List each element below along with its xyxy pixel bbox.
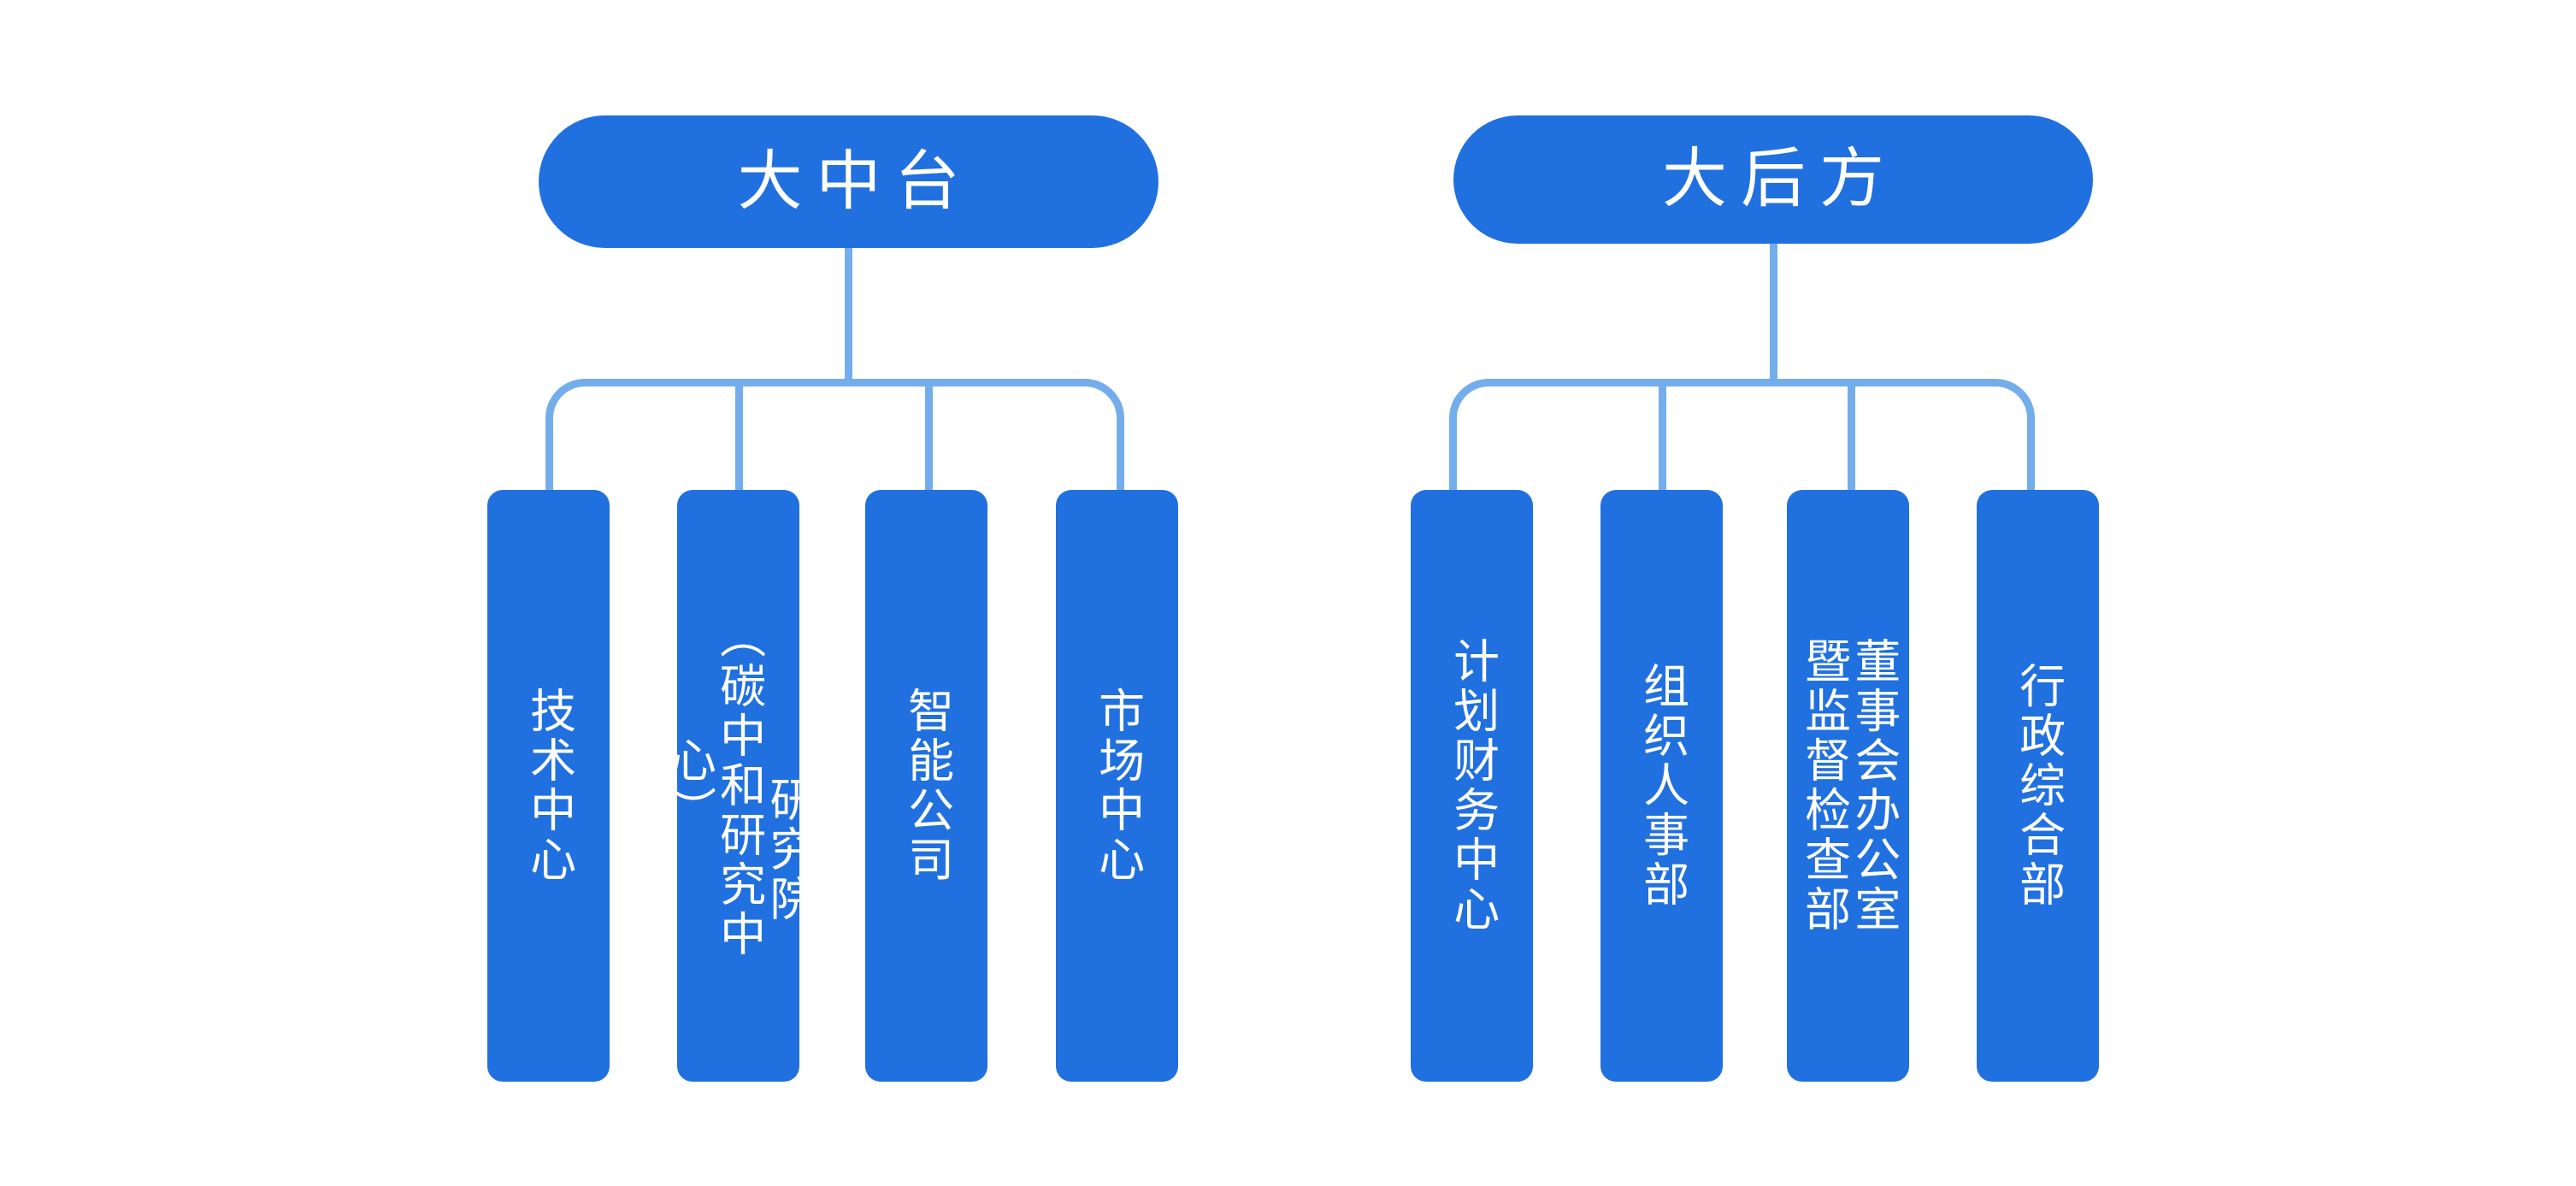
connector-elbow-left-mid-platform xyxy=(545,379,585,418)
connector-drop-7 xyxy=(1848,379,1855,492)
node-research-institute[interactable]: （碳中和研究中心） 研究院 xyxy=(677,490,799,1082)
node-label-col-2: 研究院 xyxy=(762,776,799,924)
node-market-center[interactable]: 市场中心 xyxy=(1056,490,1178,1082)
node-hr-dept[interactable]: 组织人事部 xyxy=(1600,490,1723,1082)
connector-elbow-right-mid-platform xyxy=(1085,379,1124,418)
node-board-office[interactable]: 暨监督检查部 董事会办公室 xyxy=(1787,490,1909,1082)
node-label: 组织人事部 xyxy=(1636,662,1688,910)
node-label: 智能公司 xyxy=(900,687,952,885)
connector-drop-8 xyxy=(2027,418,2035,492)
connector-drop-5 xyxy=(1449,418,1457,492)
connector-trunk-back-office xyxy=(1770,244,1777,382)
group-header-label: 大后方 xyxy=(1662,143,1898,215)
connector-trunk-mid-platform xyxy=(845,248,852,382)
node-label: 市场中心 xyxy=(1091,687,1143,885)
node-admin-dept[interactable]: 行政综合部 xyxy=(1977,490,2099,1082)
node-label-col-1: （碳中和研究中心） xyxy=(677,612,764,959)
group-header-label: 大中台 xyxy=(737,145,974,218)
node-label: 计划财务中心 xyxy=(1446,637,1498,935)
connector-drop-1 xyxy=(545,418,553,492)
node-label-col-2: 董事会办公室 xyxy=(1847,637,1899,935)
node-tech-center[interactable]: 技术中心 xyxy=(487,490,610,1082)
connector-drop-2 xyxy=(735,379,743,492)
connector-elbow-right-back-office xyxy=(1995,379,2035,418)
node-label: 行政综合部 xyxy=(2012,662,2064,910)
connector-drop-6 xyxy=(1659,379,1666,492)
node-label: 技术中心 xyxy=(522,687,575,885)
node-finance-center[interactable]: 计划财务中心 xyxy=(1411,490,1533,1082)
node-smart-company[interactable]: 智能公司 xyxy=(865,490,987,1082)
group-header-back-office[interactable]: 大后方 xyxy=(1453,115,2093,244)
connector-drop-4 xyxy=(1117,418,1124,492)
connector-elbow-left-back-office xyxy=(1449,379,1488,418)
node-label-col-1: 暨监督检查部 xyxy=(1797,637,1849,935)
connector-hbar-back-office xyxy=(1488,379,1995,386)
group-header-mid-platform[interactable]: 大中台 xyxy=(539,115,1158,248)
connector-drop-3 xyxy=(925,379,933,492)
connector-hbar-mid-platform xyxy=(585,379,1085,386)
